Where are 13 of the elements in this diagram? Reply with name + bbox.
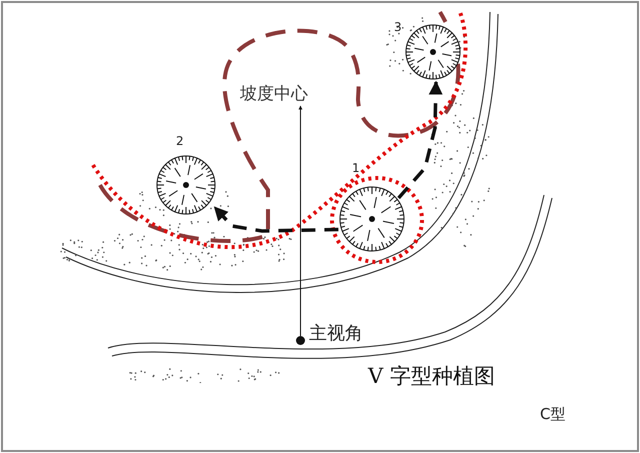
arrow [214, 206, 338, 233]
tree-symbol [403, 22, 463, 82]
viewpoint-label: 主视角 [309, 322, 363, 346]
diagram-title: V 字型种植图 [368, 363, 495, 390]
tree-number: 3 [394, 20, 402, 34]
type-label: C型 [540, 404, 566, 424]
tree-symbol [337, 184, 407, 254]
slope-center-label: 坡度中心 [240, 82, 312, 106]
tree-number: 1 [352, 161, 360, 175]
arrow [397, 80, 443, 200]
tree-symbol [154, 153, 218, 217]
arrow [298, 106, 302, 336]
tree-number: 2 [176, 134, 184, 148]
